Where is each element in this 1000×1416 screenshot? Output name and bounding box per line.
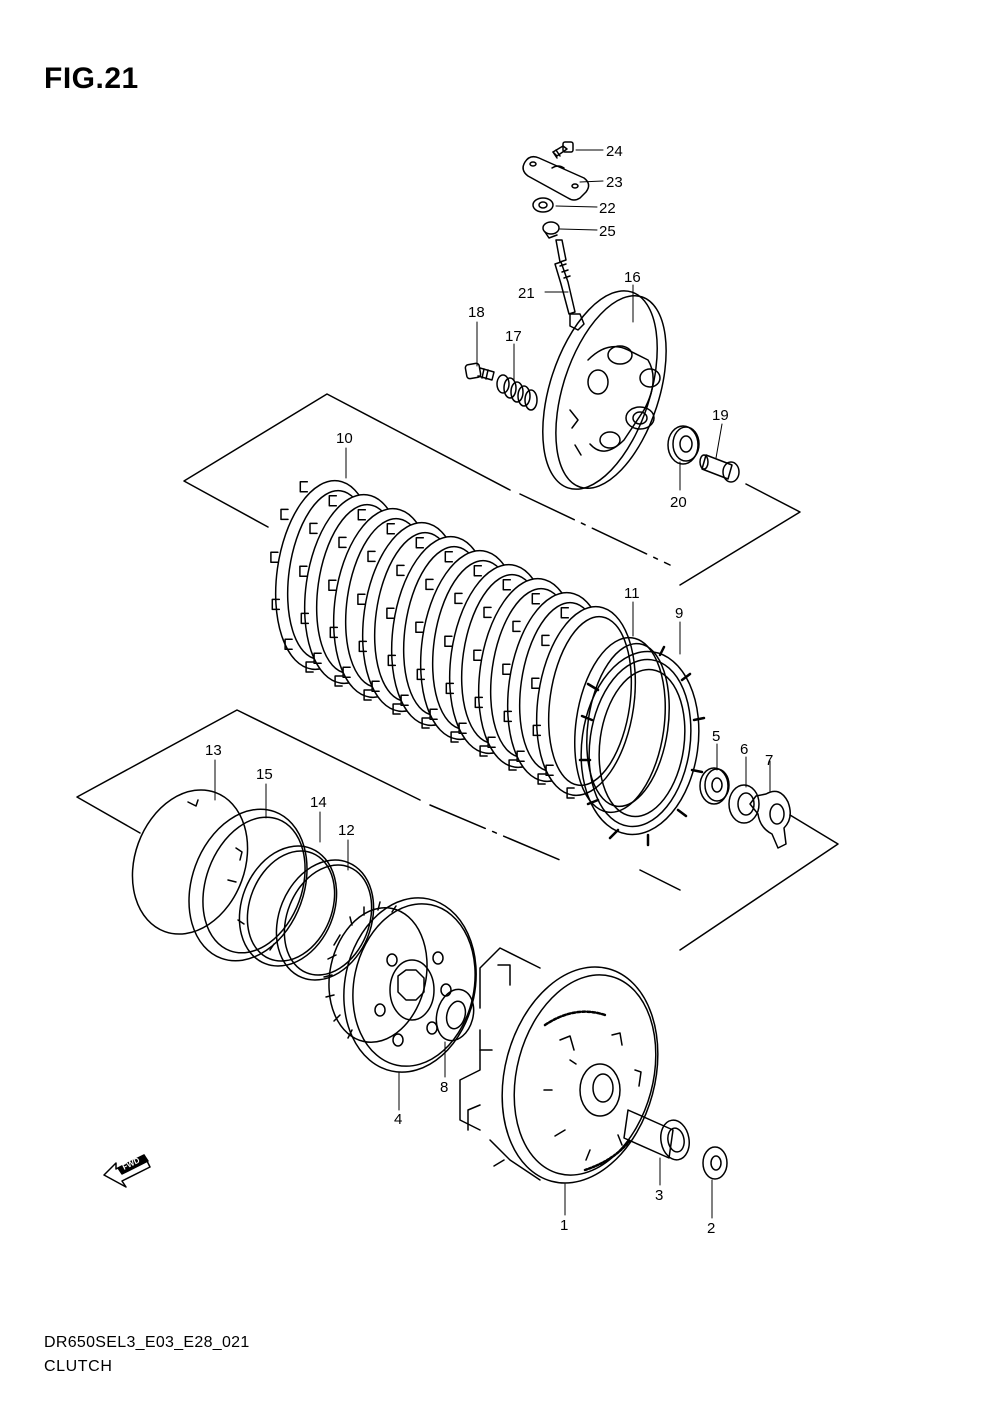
label-15: 15 xyxy=(256,766,273,783)
label-11: 11 xyxy=(624,585,640,602)
label-6: 6 xyxy=(740,741,748,758)
part-23-adjuster-plate[interactable] xyxy=(522,155,590,201)
part-5-nut[interactable] xyxy=(699,767,730,805)
part-10-drive-plate-set[interactable] xyxy=(264,474,647,802)
model-code: DR650SEL3_E03_E28_021 xyxy=(44,1334,250,1351)
part-3-spacer[interactable] xyxy=(623,1109,692,1162)
label-19: 19 xyxy=(712,407,729,424)
part-12-spring-washer[interactable] xyxy=(259,845,391,994)
part-7-lock-washer[interactable] xyxy=(749,790,791,849)
label-20: 20 xyxy=(670,494,687,511)
part-22-nut[interactable] xyxy=(532,197,554,213)
part-14-spring-washer-seat[interactable] xyxy=(222,831,354,980)
label-4: 4 xyxy=(394,1111,402,1128)
assembly-guide-upper xyxy=(183,393,801,586)
part-15-drive-plate[interactable] xyxy=(169,793,328,978)
part-18-bolt[interactable] xyxy=(464,362,495,381)
diagram-caption: CLUTCH xyxy=(44,1358,113,1375)
clutch-plate xyxy=(531,605,637,799)
figure-title: FIG.21 xyxy=(44,62,139,95)
label-23: 23 xyxy=(606,174,623,191)
label-7: 7 xyxy=(765,752,773,769)
label-17: 17 xyxy=(505,328,522,345)
label-14: 14 xyxy=(310,794,327,811)
part-21-release-rack[interactable] xyxy=(554,239,585,331)
label-24: 24 xyxy=(606,143,623,160)
label-1: 1 xyxy=(560,1217,568,1234)
part-1-primary-driven-gear[interactable] xyxy=(459,947,681,1201)
label-13: 13 xyxy=(205,742,222,759)
part-16-pressure-plate[interactable] xyxy=(521,277,688,504)
part-8-washer[interactable] xyxy=(431,985,479,1045)
label-3: 3 xyxy=(655,1187,663,1204)
leader-lines xyxy=(214,149,771,1219)
part-25-adjuster[interactable] xyxy=(542,221,560,239)
part-4-clutch-sleeve-hub[interactable] xyxy=(317,885,492,1084)
part-24-screw[interactable] xyxy=(552,141,574,159)
part-20-bearing[interactable] xyxy=(667,425,700,465)
part-19-push-rod[interactable] xyxy=(699,454,740,483)
label-8: 8 xyxy=(440,1079,448,1096)
label-18: 18 xyxy=(468,304,485,321)
label-5: 5 xyxy=(712,728,720,745)
part-9-drive-plate[interactable] xyxy=(570,644,710,847)
label-2: 2 xyxy=(707,1220,715,1237)
part-6-washer[interactable] xyxy=(728,784,760,824)
label-16: 16 xyxy=(624,269,641,286)
part-labels: 24 23 22 25 21 16 18 17 19 20 10 11 9 5 … xyxy=(205,143,773,1237)
part-17-clutch-spring[interactable] xyxy=(496,374,538,411)
part-2-washer[interactable] xyxy=(702,1146,728,1180)
fwd-arrow-icon: FWD xyxy=(103,1154,151,1188)
label-25: 25 xyxy=(599,223,616,240)
label-9: 9 xyxy=(675,605,683,622)
label-22: 22 xyxy=(599,200,616,217)
label-21: 21 xyxy=(518,285,535,302)
label-10: 10 xyxy=(336,430,353,447)
assembly-guide-lower xyxy=(76,709,839,951)
label-12: 12 xyxy=(338,822,355,839)
